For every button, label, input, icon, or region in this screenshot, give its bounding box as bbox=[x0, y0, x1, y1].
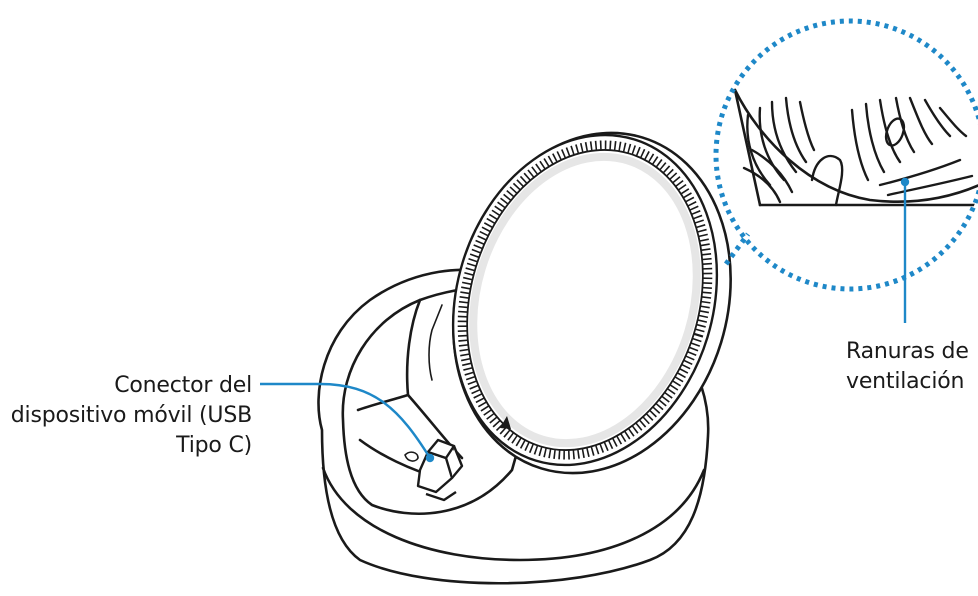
vent-slots-label-line-1: Ranuras de bbox=[846, 339, 969, 364]
vent-slots-leader bbox=[900, 177, 910, 323]
usb-connector-label-line-1: Conector del bbox=[114, 373, 252, 398]
vent-slots-label: Ranuras de ventilación bbox=[846, 337, 969, 397]
detail-connector-line bbox=[723, 232, 751, 266]
charging-pad-icon bbox=[451, 131, 732, 475]
usb-connector-label-line-3: Tipo C) bbox=[176, 433, 252, 458]
usb-c-connector-icon bbox=[416, 438, 464, 502]
usb-connector-label-line-2: dispositivo móvil (USB bbox=[10, 403, 252, 428]
vent-slots-icon bbox=[733, 88, 978, 207]
vent-slots-label-line-2: ventilación bbox=[846, 369, 965, 394]
usb-connector-leader bbox=[260, 382, 435, 463]
usb-connector-label: Conector del dispositivo móvil (USB Tipo… bbox=[11, 371, 252, 461]
vent-detail-magnifier bbox=[713, 18, 978, 292]
